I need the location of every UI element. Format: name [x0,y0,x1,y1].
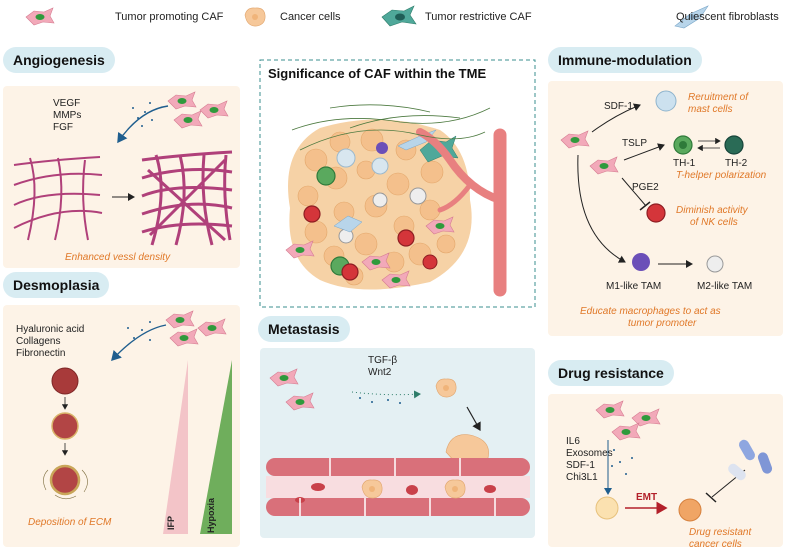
desmoplasia-factor: Collagens [16,336,61,347]
legend-cancer-icon [244,7,266,27]
drug-factor: Exosomes [566,448,613,459]
desmoplasia-factor: Fibronectin [16,348,66,359]
m2-label: M2-like TAM [697,281,753,292]
legend-tumor-promoting: Tumor promoting CAF [115,11,224,23]
legend-cancer-cells: Cancer cells [280,11,341,23]
legend-restrictive-icon [381,5,417,27]
angiogenesis-factor: MMPs [53,110,82,121]
emt-label: EMT [636,492,658,503]
drug-factor: SDF-1 [566,460,595,471]
tme-cluster [285,104,507,297]
sdf1-label: SDF-1 [604,101,633,112]
diminish-line2: of NK cells [690,217,738,228]
thelper-label: T-helper polarization [676,170,767,181]
immune-title: Immune-modulation [548,47,702,73]
legend-quiescent-icon [674,5,709,29]
legend-caf-icon [25,7,55,26]
ifp-label: IFP [166,515,176,530]
angiogenesis-caption: Enhanced vessl density [65,252,171,263]
th2-label: TH-2 [725,158,748,169]
desmoplasia-title: Desmoplasia [3,272,110,298]
educate-line1: Educate macrophages to act as [580,306,721,317]
hypoxia-label: Hypoxia [206,497,216,533]
metastasis-title: Metastasis [258,316,350,342]
angiogenesis-factor: FGF [53,122,73,133]
recruit-line2: mast cells [688,104,733,115]
educate-line2: tumor promoter [628,318,697,329]
angiogenesis-title: Angiogenesis [3,47,115,73]
legend-tumor-restrictive: Tumor restrictive CAF [425,11,532,23]
recruit-line1: Reruitment of [688,92,749,103]
desmoplasia-factor: Hyaluronic acid [16,324,85,335]
drug-caption-line2: cancer cells [689,539,742,550]
pge2-label: PGE2 [632,182,659,193]
metastasis-factor: TGF-β [368,355,398,366]
diminish-line1: Diminish activity [676,205,748,216]
tslp-label: TSLP [622,138,648,149]
desmoplasia-caption: Deposition of ECM [28,517,112,528]
th1-label: TH-1 [673,158,696,169]
drug-factor: Chi3L1 [566,472,598,483]
center-title: Significance of CAF within the TME [268,66,487,81]
drug-factor: IL6 [566,436,580,447]
angiogenesis-factor: VEGF [53,98,81,109]
legend-quiescent: Quiescent fibroblasts [676,11,779,23]
m1-label: M1-like TAM [606,281,662,292]
drug-caption-line1: Drug resistant [689,527,752,538]
drug-title: Drug resistance [548,360,674,386]
metastasis-factor: Wnt2 [368,367,392,378]
